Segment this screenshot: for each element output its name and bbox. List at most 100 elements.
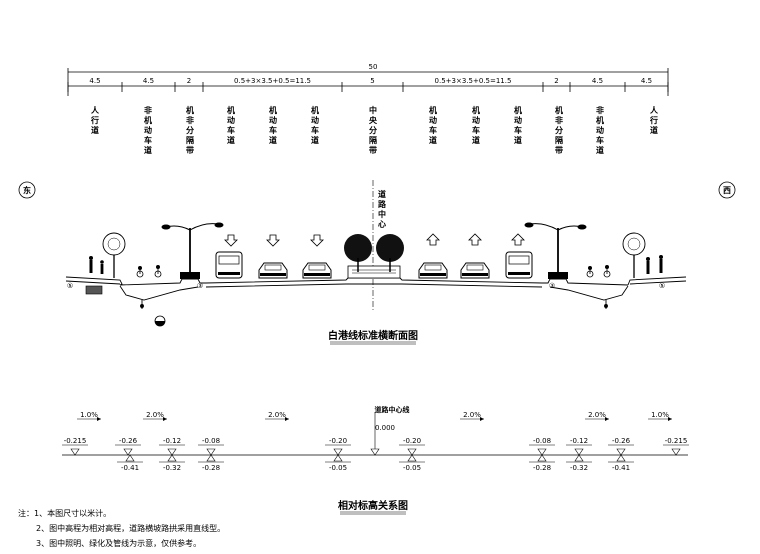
lane-label: 机动车道 — [429, 105, 437, 145]
elevation-upper-value: -0.20 — [329, 437, 347, 445]
cyclists-left — [136, 264, 162, 278]
lane-label: 中央分隔带 — [369, 105, 378, 155]
arrow-up-icon — [426, 233, 440, 246]
car — [302, 262, 332, 279]
elevation-lower-value: -0.28 — [202, 464, 220, 472]
car — [460, 262, 490, 279]
dimension-segment-label: 4.5 — [89, 77, 100, 85]
lane-label: 非机动车道 — [596, 105, 604, 155]
section-title: 白港线标准横断面图 — [328, 329, 418, 342]
bus-left — [215, 251, 243, 279]
lane-label: 机动车道 — [227, 105, 235, 145]
car — [258, 262, 288, 279]
direction-east-marker: 东 — [18, 181, 36, 199]
lane-label: 机非分隔带 — [555, 105, 563, 155]
cyclists-right — [586, 264, 611, 278]
elevation-upper-value: -0.20 — [403, 437, 421, 445]
lane-label: 机动车道 — [472, 105, 480, 145]
legend-marker: ⑤ — [659, 282, 665, 290]
lane-label: 人行道 — [90, 105, 100, 135]
lane-label: 人行道 — [649, 105, 659, 135]
note-1: 注：1、本图尺寸以米计。 — [18, 506, 225, 521]
elevation-upper-value: -0.08 — [533, 437, 551, 445]
median-tree-right — [376, 234, 404, 272]
lane-label: 非机动车道 — [144, 105, 152, 155]
legend-marker: ③ — [197, 282, 203, 290]
slope-label: 2.0% — [268, 411, 286, 419]
lane-label: 机动车道 — [514, 105, 522, 145]
lane-labels: 人行道 非机动车道 机非分隔带 机动车道 机动车道 机动车道 中央分隔带 机动车道 机动车道 机动… — [90, 105, 659, 155]
elevation-upper-value: -0.215 — [64, 437, 87, 445]
arrow-down-icon — [266, 234, 280, 247]
elevation-marks: -0.215 -0.26 -0.12 -0.08 -0.20 -0.20 -0.08 -0.1… — [62, 437, 689, 472]
pedestrian-right — [646, 255, 663, 274]
elevation-upper-value: -0.215 — [665, 437, 688, 445]
left-separator-planter — [180, 272, 200, 279]
dimension-segment-label: 4.5 — [592, 77, 603, 85]
note-3: 3、图中照明、绿化及管线为示意，仅供参考。 — [36, 539, 202, 548]
elevation-lower-value: -0.05 — [329, 464, 347, 472]
dimension-total: 50 — [369, 63, 378, 71]
arrow-up-icon — [511, 233, 525, 246]
elevation-upper-value: -0.26 — [612, 437, 631, 445]
legend-marker: ③ — [549, 282, 555, 290]
dimension-segment-label: 2 — [554, 77, 558, 85]
dimension-segment-label: 4.5 — [143, 77, 154, 85]
car — [418, 262, 448, 279]
lane-label: 机动车道 — [311, 105, 319, 145]
elevation-center-value: 0.000 — [375, 424, 395, 432]
centerline-vertical-text: 道路中心 — [378, 189, 387, 229]
legend-marker: ⑤ — [67, 282, 73, 290]
cars — [258, 262, 490, 279]
elevation-upper-value: -0.08 — [202, 437, 220, 445]
dimension-segment-label: 5 — [370, 77, 374, 85]
direction-west-marker: 西 — [718, 181, 736, 199]
elevation-lower-value: -0.32 — [163, 464, 181, 472]
arrow-down-icon — [310, 234, 324, 247]
elevation-title: 相对标高关系图 — [338, 499, 408, 512]
lane-direction-arrows — [224, 233, 525, 247]
elevation-upper-value: -0.26 — [119, 437, 138, 445]
dimension-segment-label: 2 — [187, 77, 191, 85]
slope-label: 2.0% — [588, 411, 606, 419]
dimension-segment-label: 0.5+3×3.5+0.5=11.5 — [435, 77, 512, 85]
notes: 注：1、本图尺寸以米计。 2、图中高程为相对高程，道路横坡路拱采用直线型。 3、… — [18, 506, 225, 551]
dimension-chain — [67, 68, 669, 96]
elevation-upper-value: -0.12 — [163, 437, 181, 445]
pedestrian-left — [89, 256, 104, 274]
slope-label: 2.0% — [463, 411, 481, 419]
right-separator-planter — [548, 272, 568, 279]
drain-symbol — [154, 315, 166, 327]
elevation-lower-value: -0.41 — [612, 464, 630, 472]
utility-box — [85, 285, 103, 295]
sidewalk-tree-left — [102, 232, 126, 278]
slope-label: 1.0% — [651, 411, 669, 419]
central-median — [347, 265, 401, 279]
lane-label: 机动车道 — [269, 105, 277, 145]
elevation-centerline-label: 道路中心线 — [375, 405, 410, 414]
elevation-lower-value: -0.28 — [533, 464, 551, 472]
dimension-segment-label: 4.5 — [641, 77, 652, 85]
note-text-1: 1、本图尺寸以米计。 — [34, 509, 112, 518]
street-lamp-left — [161, 222, 224, 272]
direction-east-label: 东 — [23, 185, 31, 195]
lane-label: 机非分隔带 — [186, 105, 194, 155]
elevation-lower-value: -0.05 — [403, 464, 421, 472]
elevation-lower-value: -0.32 — [570, 464, 588, 472]
arrow-down-icon — [224, 234, 238, 247]
direction-west-label: 西 — [723, 186, 731, 195]
note-2: 2、图中高程为相对高程，道路横坡路拱采用直线型。 — [36, 524, 226, 533]
bus-right — [505, 251, 533, 279]
sidewalk-tree-right — [622, 232, 646, 278]
dimension-segment-labels: 4.5 4.5 2 0.5+3×3.5+0.5=11.5 5 0.5+3×3.5+0.5=… — [89, 77, 652, 85]
median-hatch — [352, 269, 396, 274]
dimension-segment-label: 0.5+3×3.5+0.5=11.5 — [234, 77, 311, 85]
road-centerline-label: 道路中心 — [378, 189, 387, 229]
legend-markers: ⑤ ③ ③ ⑤ — [67, 282, 665, 290]
street-lamp-right — [524, 222, 587, 272]
median-tree-left — [344, 234, 372, 272]
elevation-lower-value: -0.41 — [121, 464, 139, 472]
elevation-upper-value: -0.12 — [570, 437, 588, 445]
notes-prefix: 注： — [18, 509, 34, 518]
